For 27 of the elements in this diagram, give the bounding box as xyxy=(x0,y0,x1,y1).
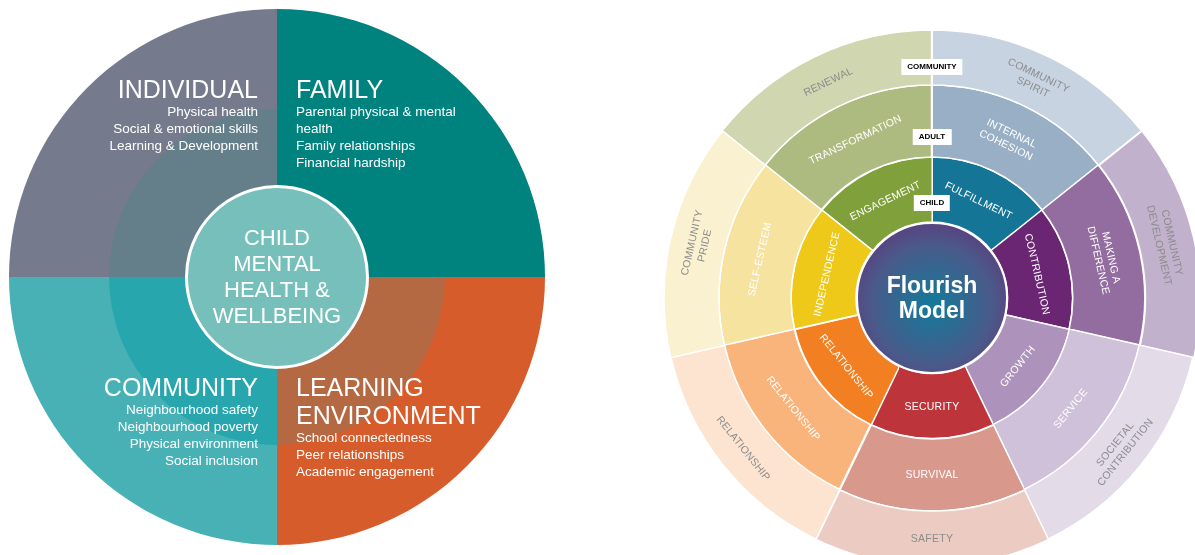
factor-text: Neighbourhood safety xyxy=(124,401,258,418)
factor-text: Physical health xyxy=(166,103,258,120)
domain-heading: INDIVIDUAL xyxy=(116,75,258,103)
level-tag: CHILD xyxy=(913,195,951,211)
factor-text: Social inclusion xyxy=(163,452,258,469)
factor-text: School connectedness xyxy=(296,429,433,446)
factor-text: Neighbourhood poverty xyxy=(116,418,258,435)
factor-text: Peer relationships xyxy=(296,446,406,463)
model-title: Flourish Model xyxy=(885,273,979,323)
factor-text: Financial hardship xyxy=(296,154,407,171)
ring-segment xyxy=(815,489,1049,555)
factor-text: Family relationships xyxy=(296,137,417,154)
factor-text: Physical environment xyxy=(128,435,258,452)
factor-text: Social & emotional skills xyxy=(112,120,258,137)
factor-text: Learning & Development xyxy=(109,137,258,154)
ring-segment xyxy=(839,425,1025,511)
domain-heading: FAMILY xyxy=(296,75,385,103)
segment-label: SAFETY xyxy=(910,532,954,545)
factor-text: Parental physical & mental health xyxy=(296,103,457,137)
segment-label: SECURITY xyxy=(904,400,960,413)
level-tag: COMMUNITY xyxy=(901,59,963,75)
center-title: CHILD MENTAL HEALTH & WELLBEING xyxy=(211,225,343,329)
factor-text: Academic engagement xyxy=(296,463,436,480)
level-tag: ADULT xyxy=(912,129,952,145)
segment-label: SURVIVAL xyxy=(905,468,959,482)
domain-heading: COMMUNITY xyxy=(103,373,258,401)
domain-heading: LEARNING ENVIRONMENT xyxy=(296,373,482,429)
